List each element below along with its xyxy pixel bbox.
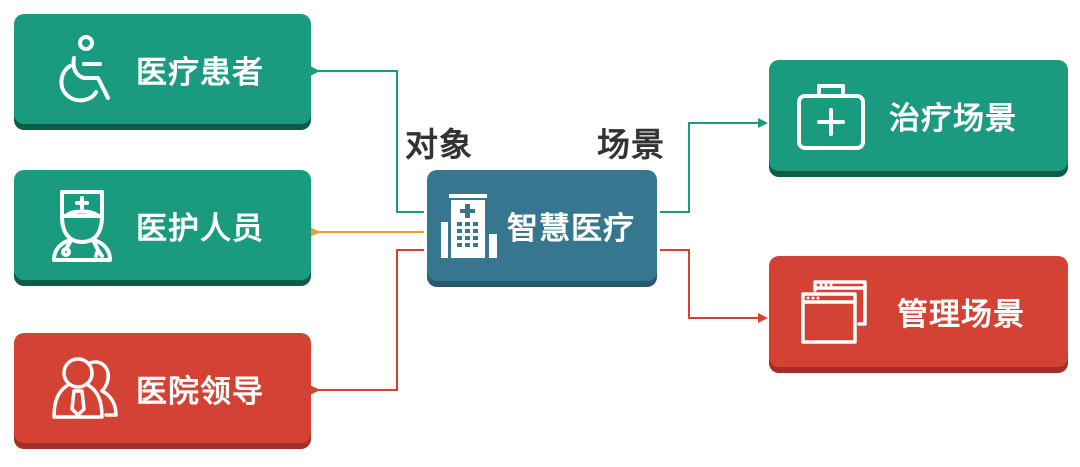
windows-icon <box>799 276 871 352</box>
objects-category-label: 对象 <box>405 125 473 164</box>
arrow-to-treatment <box>660 118 768 213</box>
node-medical-staff[interactable]: 医护人员 <box>14 170 311 280</box>
node-patients[interactable]: 医疗患者 <box>14 14 311 124</box>
node-management-scene[interactable]: 管理场景 <box>769 256 1068 367</box>
arrow-to-patients <box>310 66 424 213</box>
doctor-icon <box>50 186 114 270</box>
node-label: 治疗场景 <box>889 101 1017 137</box>
node-hospital-leaders[interactable]: 医院领导 <box>14 333 311 443</box>
node-label: 管理场景 <box>897 297 1025 333</box>
arrow-to-management <box>660 249 768 323</box>
center-label: 智慧医疗 <box>507 211 635 247</box>
scenes-category-label: 场景 <box>597 125 665 164</box>
arrow-to-leaders <box>310 249 424 395</box>
node-smart-healthcare[interactable]: 智慧医疗 <box>427 170 657 281</box>
users-tie-icon <box>50 351 122 427</box>
node-label: 医院领导 <box>136 373 264 410</box>
wheelchair-icon <box>52 34 120 110</box>
hospital-building-icon <box>441 194 501 262</box>
node-treatment-scene[interactable]: 治疗场景 <box>769 60 1068 171</box>
node-label: 医护人员 <box>136 210 264 247</box>
medical-kit-icon <box>795 80 867 156</box>
node-label: 医疗患者 <box>136 54 264 91</box>
